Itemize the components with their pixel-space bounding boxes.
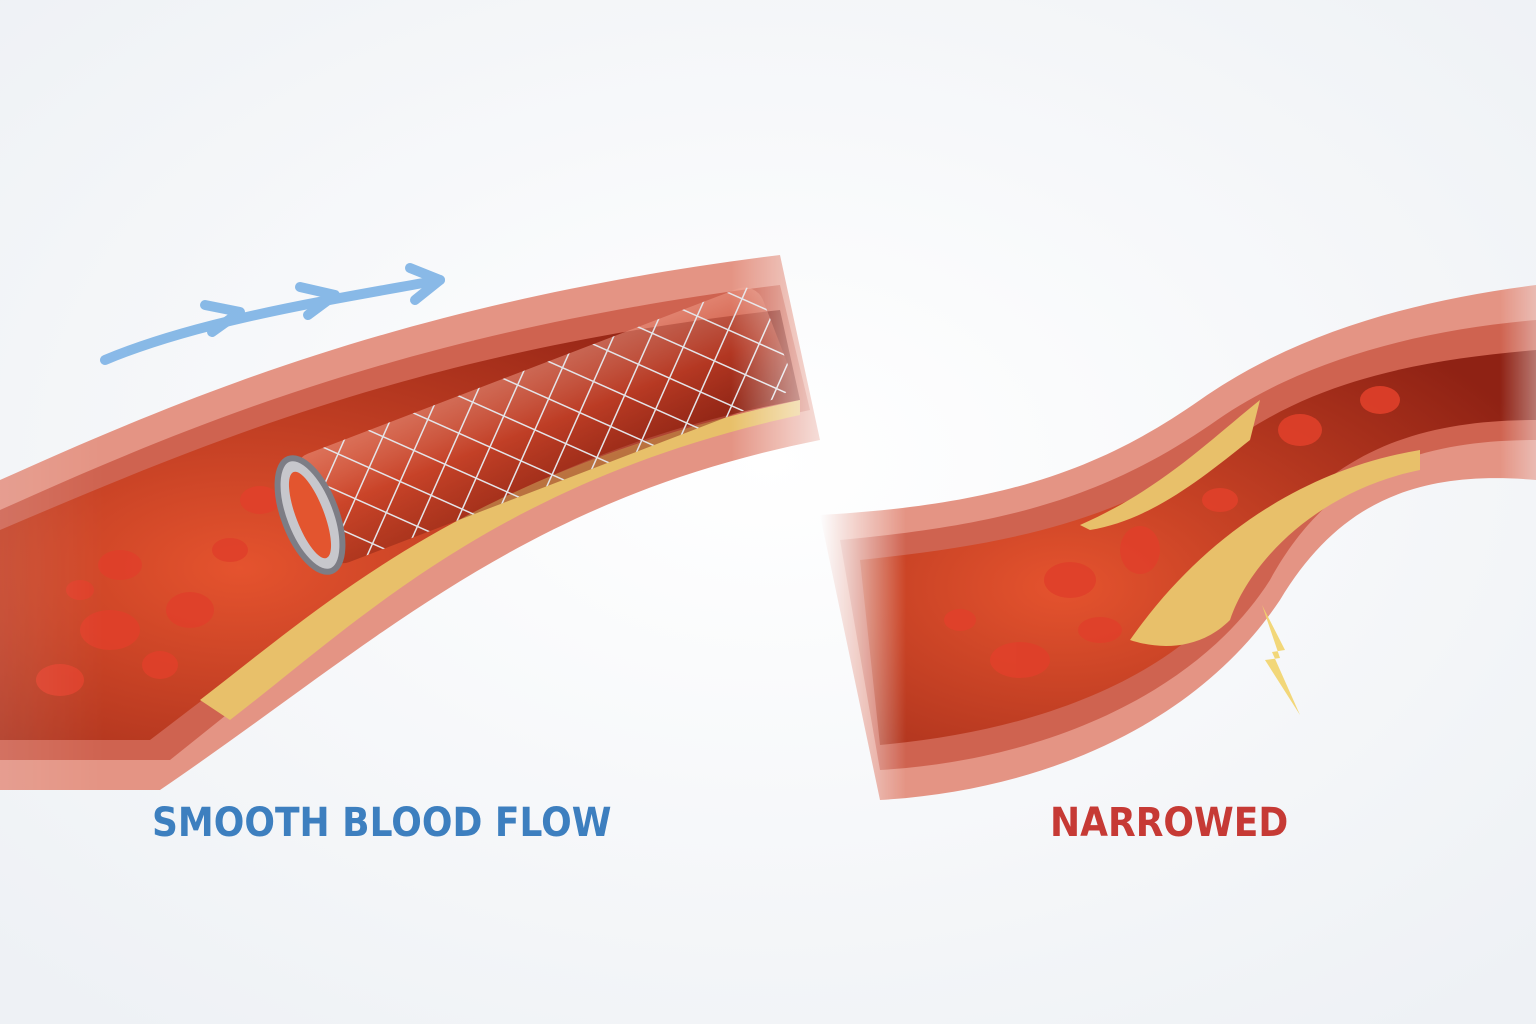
flow-arrow-icon [100, 263, 445, 365]
label-narrowed: NARROWED [1050, 800, 1289, 846]
stent [274, 287, 792, 575]
narrowed-artery [820, 285, 1536, 800]
stented-artery [0, 255, 820, 790]
label-smooth-blood-flow: SMOOTH BLOOD FLOW [152, 800, 612, 846]
lightning-icon [1262, 605, 1300, 715]
